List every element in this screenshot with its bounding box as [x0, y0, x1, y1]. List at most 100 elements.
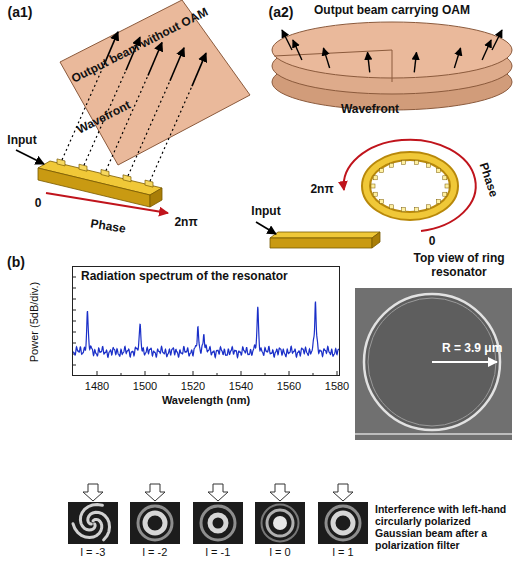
ring-grating-tooth: [380, 199, 384, 203]
grating-tooth: [57, 159, 65, 166]
phase-value: 0: [429, 235, 436, 249]
phase-value: 0: [35, 197, 42, 211]
ring-grating-tooth: [373, 176, 377, 180]
helix-axis: [392, 50, 393, 82]
ring-grating-tooth: [390, 205, 394, 209]
panel-tag: (b): [7, 254, 25, 270]
plot-frame: Radiation spectrum of the resonator: [72, 266, 340, 376]
phase-arc: [344, 140, 476, 231]
input-arrow: [16, 150, 44, 164]
panel-tag: (a1): [8, 4, 33, 20]
hollow-arrow: [83, 484, 103, 501]
ring-grating-tooth: [414, 160, 418, 164]
ring-fringe: [333, 513, 353, 533]
bus-waveguide-end: [372, 232, 380, 248]
mode-order: l = -2: [130, 546, 180, 559]
input-label: Input: [7, 134, 36, 148]
spectrum-curve: [73, 302, 339, 358]
oam-arrow: [492, 30, 502, 50]
ring-grating-tooth: [427, 205, 431, 209]
mode-order: l = -3: [68, 546, 118, 559]
wavefront-plane: [60, 0, 250, 165]
tick-label: 1480: [85, 380, 109, 393]
ring-grating-tooth: [402, 160, 406, 164]
phase-value: 2nπ: [174, 216, 197, 230]
hollow-arrow: [333, 484, 353, 501]
interference-tile: l = -3: [68, 502, 118, 560]
beam-dotted: [128, 81, 170, 176]
beam-dotted: [150, 86, 192, 181]
oam-arrow: [414, 52, 416, 72]
grating-tooth: [79, 164, 87, 171]
phase-label: Phase: [89, 217, 126, 236]
ring-fringe: [201, 506, 235, 540]
ring-resonator: [366, 156, 454, 216]
sem-ring: [364, 294, 500, 430]
interference-tile: l = 1: [318, 502, 368, 560]
interference-tile: l = -1: [193, 502, 243, 560]
interference-image: [130, 502, 180, 544]
oam-arrow: [293, 40, 302, 60]
beam-label: Output beam carrying OAM: [314, 4, 470, 18]
oam-arrow: [368, 52, 370, 72]
ring-grating-tooth: [402, 208, 406, 212]
sem-image: [355, 288, 512, 440]
bright-spot: [273, 516, 287, 530]
helix-step: [274, 50, 392, 56]
input-label: Input: [251, 205, 280, 219]
tick-label: 1500: [133, 380, 157, 393]
oam-arrow: [482, 40, 491, 60]
hollow-arrow: [208, 484, 228, 501]
ring-grating-tooth: [380, 169, 384, 173]
interference-image: [318, 502, 368, 544]
sem-bus-waveguide: [355, 433, 512, 435]
waveguide-end: [150, 188, 162, 207]
mode-order: l = 0: [255, 546, 305, 559]
panel-heading: Top view of ring resonator: [405, 252, 513, 280]
axis-title: Power (5dB/div.): [28, 282, 41, 363]
hollow-arrow: [145, 484, 165, 501]
spiral-fringe: [80, 505, 102, 531]
ring-fringe: [326, 506, 360, 540]
interference-tile: l = 0: [255, 502, 305, 560]
beam-arrow: [192, 53, 206, 86]
interference-image: [68, 502, 118, 544]
bus-waveguide-front: [270, 238, 372, 248]
grating-tooth: [101, 169, 109, 176]
caption-note: Interference with left-hand circularly p…: [375, 503, 518, 551]
phase-label: Phase: [476, 161, 500, 199]
phase-value: 2nπ: [310, 183, 333, 197]
ring-fringe: [145, 513, 165, 533]
axis-title: Wavelength (nm): [162, 394, 250, 407]
ring-fringe: [138, 506, 172, 540]
interference-tile: l = -2: [130, 502, 180, 560]
grating-tooth: [145, 180, 153, 187]
ring-fringe: [267, 510, 293, 536]
ring-grating-tooth: [390, 163, 394, 167]
ring-grating-tooth: [371, 184, 375, 188]
interference-image: [255, 502, 305, 544]
ring-grating-tooth: [436, 169, 440, 173]
radius-arrow: [432, 361, 497, 363]
ring-grating-tooth: [443, 176, 447, 180]
ring-fringe: [262, 505, 299, 542]
tick-label: 1540: [229, 380, 253, 393]
tick-label: 1580: [325, 380, 349, 393]
beam-arrow: [170, 48, 184, 81]
ring-grating-tooth: [436, 199, 440, 203]
ring-grating-tooth: [427, 163, 431, 167]
wavefront-label: Wavefront: [341, 103, 399, 117]
mode-order: l = 1: [318, 546, 368, 559]
ring-grating-tooth: [443, 192, 447, 196]
radius-label: R = 3.9 μm: [442, 342, 502, 356]
input-arrow: [256, 222, 276, 234]
oam-arrow: [323, 48, 329, 68]
grating-tooth: [123, 175, 131, 182]
bus-waveguide-top: [270, 232, 380, 238]
ring-resonator: [366, 156, 454, 216]
plot-title: Radiation spectrum of the resonator: [81, 270, 288, 284]
ring-grating-tooth: [373, 192, 377, 196]
ring-grating-tooth: [445, 184, 449, 188]
spiral-fringe: [73, 519, 102, 537]
